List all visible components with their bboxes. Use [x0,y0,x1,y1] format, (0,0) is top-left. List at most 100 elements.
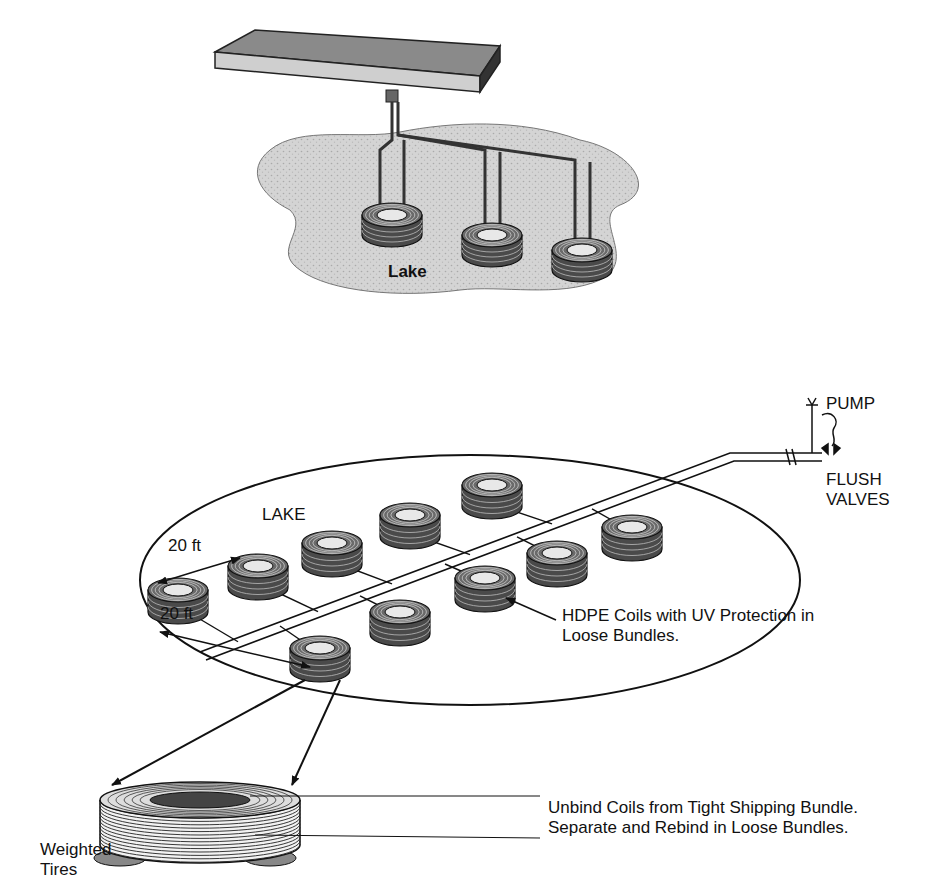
coil-stroke [609,518,655,536]
coil-stroke [124,787,276,814]
coil-stroke [362,203,422,227]
coil-stroke [527,541,587,565]
coil-stroke [459,567,512,588]
coil-stroke [462,223,522,247]
coil-stroke [366,204,419,225]
dimension-label: 20 ft [168,536,228,556]
lake-label: LAKE [262,505,342,525]
coil-stroke [302,560,362,572]
coil-stroke [163,584,193,596]
coil-stroke [228,583,288,595]
coil-stroke [384,504,437,525]
coil-stroke [370,629,430,641]
coil-stroke [290,665,350,677]
coil-stroke [455,589,515,601]
lake-outline [140,455,800,705]
note-label: FLUSH VALVES [826,470,936,509]
coil-stroke [462,502,522,514]
coil-stroke [473,477,511,492]
hdpe-coil [462,223,522,267]
coil-stroke [387,506,433,524]
coil-group [362,203,612,282]
coil-stroke [466,474,519,495]
coil-stroke [477,479,507,491]
coil-stroke [455,595,515,607]
coil-stroke [100,834,300,852]
branch-pipes [188,507,624,648]
lake-top [257,124,638,293]
coil-stroke [381,604,419,619]
coil-stroke [132,788,268,812]
coil-stroke [377,603,423,621]
coil-stroke [534,544,580,562]
coil-stroke [552,265,612,277]
coil-stroke [563,242,601,257]
coil-group [148,473,662,682]
hdpe-coil [362,203,422,247]
coil-stroke [362,230,422,242]
coil-stroke [374,601,427,622]
coil-stroke [302,554,362,566]
coil-stroke [606,516,659,537]
coil-stroke [370,600,430,624]
coil-stroke [377,209,407,221]
note-label: Weighted Tires [40,840,110,879]
hdpe-coil [290,636,350,682]
dimension-line [158,558,310,667]
note-label: Unbind Coils from Tight Shipping Bundle.… [548,798,858,837]
coil-stroke [538,545,576,560]
coil-stroke [395,509,425,521]
dimension-label: 20 ft [160,604,220,624]
leader-line [250,796,540,838]
coil-stroke [602,515,662,539]
coil-stroke [108,784,292,817]
coil-stroke [116,785,284,815]
coil-stroke [306,532,359,553]
coil-stroke [243,560,273,572]
coil-stroke [301,640,339,655]
coil-stroke [380,532,440,544]
zoom-arrow [112,680,340,785]
coil-stroke [527,570,587,582]
coil-stroke [602,538,662,550]
coil-stroke [235,557,281,575]
coil-stroke [527,564,587,576]
hdpe-coil [552,238,612,282]
coil-stroke [100,827,300,845]
coil-stroke [556,239,609,260]
coil-stroke [100,844,300,862]
coil-top [100,782,300,818]
coil-stroke [542,547,572,559]
coil-stroke [100,831,300,849]
coil-stroke [100,837,300,855]
coil-stroke [317,537,347,549]
coil-stroke [302,531,362,555]
coil-stroke [100,820,300,838]
coil-stroke [373,207,411,222]
lake-label: Lake [388,262,448,282]
coil-stroke [455,566,515,590]
coil-stroke [470,572,500,584]
coil-stroke [294,637,347,658]
coil-stroke [369,206,415,224]
coil-stroke [380,526,440,538]
coil-stroke [148,578,208,602]
coil-stroke [313,535,351,550]
coil-stroke [531,542,584,563]
hdpe-coil [527,541,587,587]
coil-stroke [239,558,277,573]
coil-stroke [469,476,515,494]
coil-stroke [466,224,519,245]
hdpe-coil [370,600,430,646]
header-pipe [200,453,822,660]
coil-stroke [462,473,522,497]
coil-stroke [462,569,508,587]
coil-stroke [462,496,522,508]
coil-stroke [155,581,201,599]
coil-stroke [100,817,300,835]
coil-stroke [140,790,260,811]
coil-stroke [466,570,504,585]
coil-stroke [370,623,430,635]
coil-stroke [100,824,300,842]
